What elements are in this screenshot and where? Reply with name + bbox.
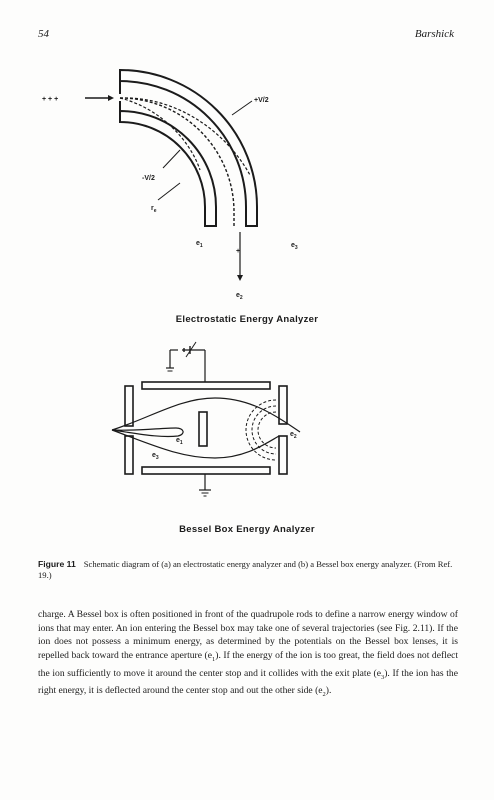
figure-caption-text: Schematic diagram of (a) an electrostati…: [38, 559, 453, 580]
trajectory-e2: [111, 397, 301, 433]
plus-v2-label: +V/2: [254, 97, 269, 104]
e2-label: e2: [236, 292, 243, 301]
bessel-box-diagram: e1 e3 e2: [111, 341, 301, 497]
bessel-e1-label: e1: [176, 437, 183, 446]
radius-label: re: [151, 205, 157, 214]
page-number: 54: [38, 28, 49, 40]
running-head: Barshick: [414, 28, 454, 40]
e3-label: e3: [291, 242, 298, 251]
minus-v2-label: -V/2: [142, 175, 155, 182]
figure-label: Figure 11: [38, 559, 76, 569]
bessel-e3-label: e3: [152, 452, 159, 461]
e1-label: e1: [196, 240, 203, 249]
trajectory-inner: [119, 97, 201, 171]
svg-text:+: +: [236, 248, 240, 255]
trajectory-e1: [111, 427, 184, 438]
inner-plate: [119, 109, 217, 227]
trajectory-center: [119, 97, 235, 226]
outer-plate: [119, 68, 258, 227]
figure-b-caption: Bessel Box Energy Analyzer: [179, 524, 315, 535]
trajectory-e3: [111, 429, 280, 459]
bessel-e2-label: e2: [290, 431, 297, 440]
figure-a-caption: Electrostatic Energy Analyzer: [175, 314, 319, 325]
trajectory-outer: [119, 97, 251, 176]
ion-beam-label: + + +: [42, 96, 58, 103]
electrostatic-analyzer-diagram: + + + +V/2 -V/2 re + e1 e3 e2: [42, 68, 298, 301]
body-paragraph: charge. A Bessel box is often positioned…: [38, 609, 458, 699]
